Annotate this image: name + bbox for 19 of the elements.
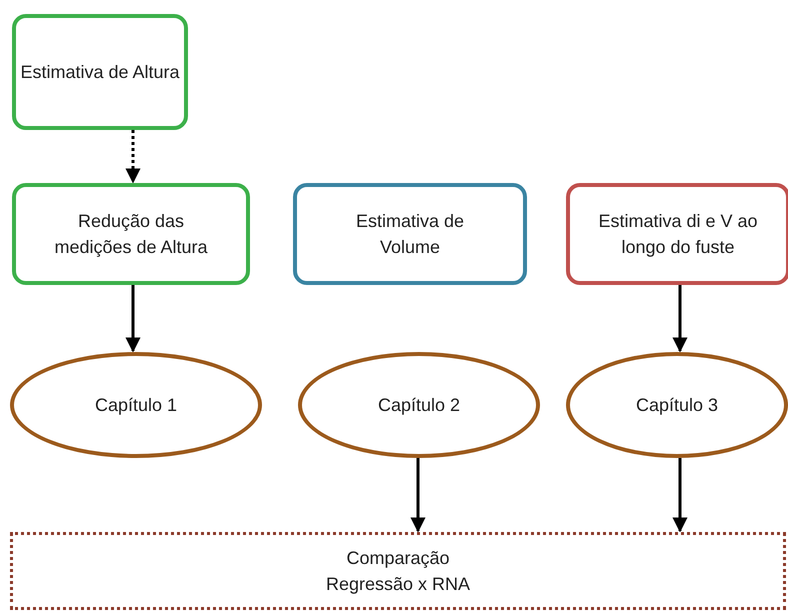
arrow: [126, 285, 140, 352]
node-text: Estimativa de Altura: [20, 60, 180, 84]
arrow: [126, 130, 140, 184]
process-box: [12, 14, 188, 130]
arrow: [672, 285, 688, 352]
node-text: Capítulo 2: [378, 394, 460, 417]
node-text: Capítulo 3: [636, 394, 718, 417]
arrow: [672, 458, 688, 532]
node-text: Capítulo 1: [94, 394, 178, 417]
arrow: [410, 458, 426, 532]
node-text: Estimativa de Volume: [354, 210, 466, 259]
process-box: [566, 183, 788, 285]
process-box: [10, 532, 786, 610]
process-box: [12, 183, 250, 285]
node-text: Comparação: [346, 546, 450, 570]
process-box: [293, 183, 527, 285]
node-text: Regressão x RNA: [326, 573, 470, 596]
node-text: Estimativa di e V ao longo do fuste: [597, 210, 759, 259]
node-text: Redução das medições de Altura: [53, 210, 209, 259]
